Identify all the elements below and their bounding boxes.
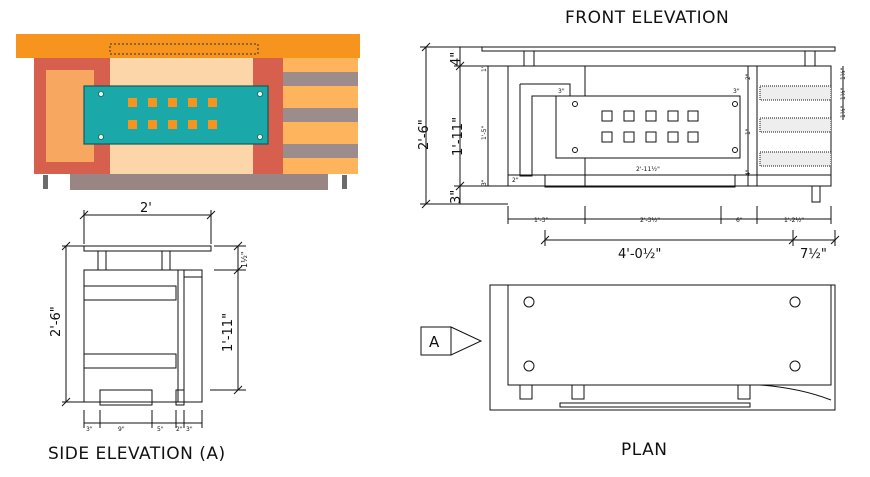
render-stripe: [283, 72, 358, 86]
front-top-label: 4": [449, 52, 464, 66]
side-width-label: 2': [140, 201, 152, 216]
render-plinth: [70, 172, 328, 190]
front-overhang-label: 7½": [800, 247, 827, 262]
front-dim-labels: 2'-6" 1'-11" 4" 3" 1'-5" 1" 3" 1'-3" 2'-…: [417, 52, 847, 262]
side-bottom-dim-1: 3": [86, 426, 93, 433]
front-inner-2-label: 2": [512, 177, 519, 184]
front-elevation-title: FRONT ELEVATION: [565, 8, 730, 28]
front-bottom-dim-4: 1'-2½": [784, 217, 804, 224]
front-plate-width-label: 2'-11½": [636, 166, 660, 173]
side-elevation-title: SIDE ELEVATION (A): [48, 444, 226, 464]
front-bottom-dim-3: 6": [736, 217, 743, 224]
front-h1-label: 1": [481, 65, 488, 72]
front-inner-height-label: 1'-11": [451, 117, 466, 156]
front-inner-3b-label: 3": [733, 88, 740, 95]
front-small-3-label: 3": [481, 179, 488, 186]
side-bottom-dim-3: 5": [157, 426, 164, 433]
colored-render: [16, 34, 360, 190]
front-right-2-label: 2": [745, 73, 752, 80]
side-elevation: [61, 210, 246, 428]
front-far-right-3: 1½": [840, 105, 847, 118]
side-bottom-dim-4: 2": [176, 426, 183, 433]
side-inner-height-label: 1'-11": [221, 313, 236, 352]
side-height-label: 2'-6": [49, 306, 64, 337]
plan-view: [489, 284, 836, 411]
front-elevation: [420, 42, 844, 246]
side-bottom-dim-5: 3": [186, 426, 193, 433]
front-inner-3a-label: 3": [558, 88, 565, 95]
front-bottom-dim-2: 2'-3½": [640, 217, 660, 224]
front-far-right-2: 1½": [840, 87, 847, 100]
render-teal-plate: [83, 85, 269, 145]
front-right-4-label: 4": [745, 169, 752, 176]
front-bottom-label: 3": [449, 190, 464, 204]
side-bottom-dim-2: 9": [118, 426, 125, 433]
side-dim-labels: 2' 2'-6" 1'-11" 1½" 3" 9" 5" 2" 3": [49, 201, 249, 433]
front-total-height-label: 2'-6": [417, 119, 432, 150]
plan-title: PLAN: [621, 440, 668, 460]
section-marker-label: A: [429, 333, 440, 351]
front-right-1-label: 1": [745, 128, 752, 135]
side-top-height-label: 1½": [240, 251, 249, 268]
front-bottom-dim-1: 1'-3": [534, 217, 548, 224]
section-marker: [420, 326, 483, 356]
front-far-right-1: 1½": [840, 67, 847, 80]
front-overall-label: 4'-0½": [618, 247, 661, 262]
front-h15-label: 1'-5": [481, 126, 488, 140]
